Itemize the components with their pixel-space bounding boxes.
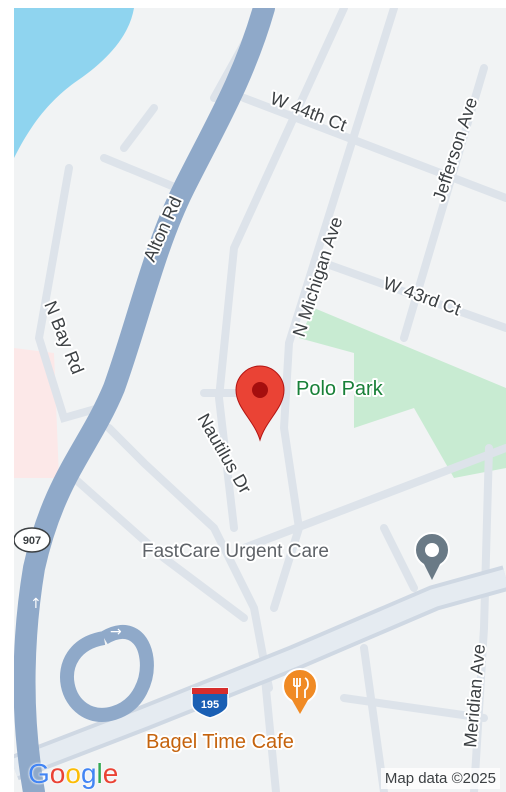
road-minor-7[interactable] (70, 474, 248, 622)
arrow-up-icon: ↑ (30, 596, 42, 612)
cafe-label[interactable]: Bagel Time Cafe (144, 729, 296, 755)
road-minor-12[interactable] (340, 694, 488, 722)
urgent-care-label[interactable]: FastCare Urgent Care (140, 539, 331, 564)
logo-letter: o (65, 758, 81, 789)
restaurant-pin-icon[interactable] (282, 668, 318, 714)
road-meridian-ave[interactable] (470, 444, 493, 792)
road-alton-rd[interactable] (14, 8, 275, 792)
interstate-195-shield: 195 (191, 687, 229, 719)
interstate-195-road-inner (14, 569, 506, 777)
road-minor-6[interactable] (105, 424, 273, 692)
logo-letter: l (96, 758, 103, 789)
google-logo: Google (28, 756, 118, 792)
logo-letter: G (28, 758, 50, 789)
logo-letter: e (102, 758, 119, 789)
arrow-right-icon: → (110, 624, 122, 640)
interchange-loop[interactable] (60, 624, 154, 722)
road-w-44th-ct[interactable] (240, 94, 506, 202)
state-route-907-shield: 907 (14, 527, 51, 553)
road-n-bay-rd[interactable] (34, 164, 103, 423)
road-minor-1[interactable] (214, 8, 348, 532)
road-minor-9[interactable] (380, 524, 418, 592)
svg-text:195: 195 (201, 699, 219, 711)
road-jefferson-ave[interactable] (400, 64, 488, 342)
logo-letter: g (80, 758, 97, 789)
location-pin-icon[interactable] (235, 365, 285, 442)
road-minor-4[interactable] (120, 104, 158, 152)
map-attribution[interactable]: Map data ©2025 (380, 768, 500, 789)
road-n-michigan-ave[interactable] (270, 8, 398, 612)
label-meridian-ave: Meridian Ave (460, 643, 489, 748)
svg-text:907: 907 (23, 535, 41, 547)
logo-letter: o (49, 758, 66, 789)
polo-park-label[interactable]: Polo Park (294, 376, 386, 402)
commercial-area (14, 348, 59, 478)
medical-pin-icon[interactable] (414, 532, 450, 580)
polo-park-area (299, 308, 506, 478)
road-minor-8[interactable] (240, 444, 506, 552)
road-minor-11[interactable] (260, 664, 280, 792)
road-minor-10[interactable] (360, 644, 388, 792)
water-area (14, 8, 134, 158)
map-layer[interactable]: Alton Rd W 44th Ct Jefferson Ave N Michi… (14, 8, 506, 792)
map-canvas[interactable]: Alton Rd W 44th Ct Jefferson Ave N Michi… (14, 8, 506, 792)
